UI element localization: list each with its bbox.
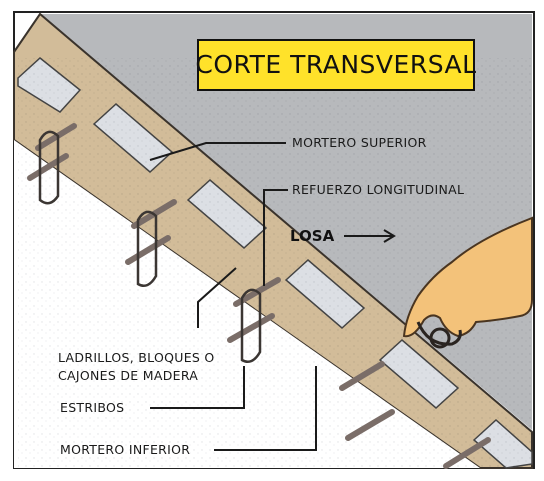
leader-mortero-inferior [214,366,317,451]
block-texture [18,58,532,468]
leader-refuerzo [263,189,288,286]
stirrup [240,288,262,363]
leader-losa-arrow [344,229,396,243]
label-estribos: ESTRIBOS [60,400,124,415]
stirrup [136,210,158,287]
stirrups [38,130,262,363]
leader-mortero-superior [149,142,286,161]
label-mortero-inferior: MORTERO INFERIOR [60,442,190,457]
leader-estribos [150,366,245,409]
label-ladrillos-line1: LADRILLOS, BLOQUES O [58,350,215,365]
label-mortero-superior: MORTERO SUPERIOR [292,135,427,150]
title: CORTE TRANSVERSAL [195,50,476,79]
hand-illustration [402,216,533,349]
label-losa: LOSA [290,227,335,245]
title-box [197,39,475,91]
label-refuerzo-longitudinal: REFUERZO LONGITUDINAL [292,182,464,197]
label-ladrillos-line2: CAJONES DE MADERA [58,368,198,383]
stirrup [38,130,60,205]
blocks [17,57,533,469]
leader-ladrillos [197,267,237,328]
